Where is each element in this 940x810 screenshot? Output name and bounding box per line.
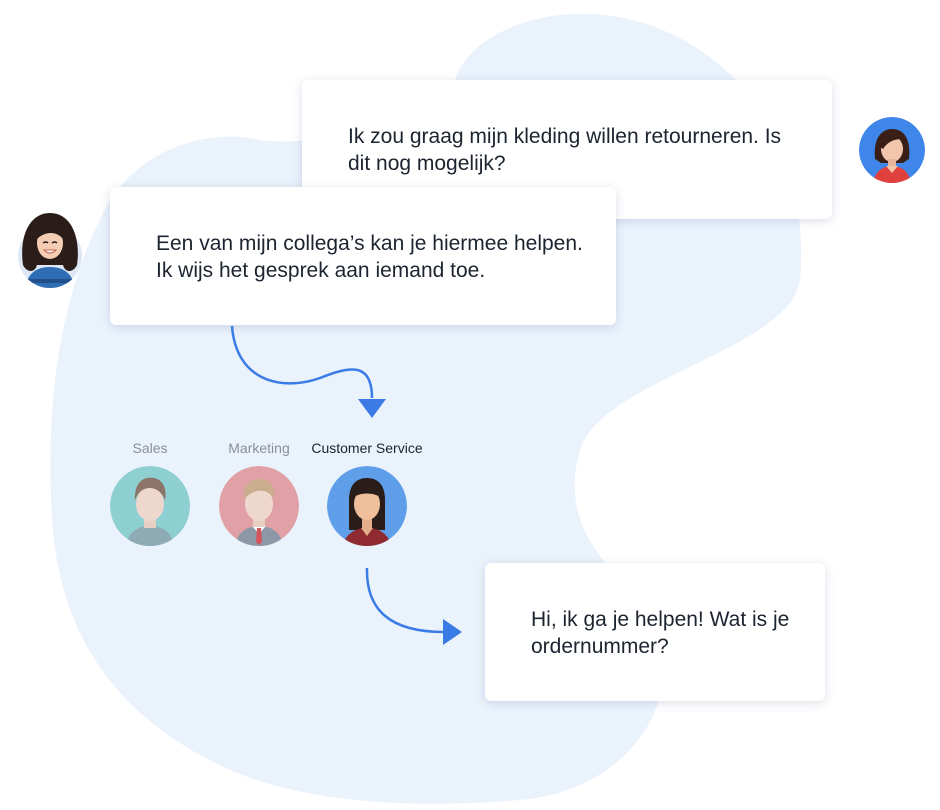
woman-avatar-icon (18, 213, 82, 288)
woman-avatar-icon (859, 117, 925, 183)
message-bubble-customer-service: Hi, ik ga je helpen! Wat is je ordernumm… (485, 563, 825, 701)
message-bubble-agent: Een van mijn collega’s kan je hiermee he… (110, 187, 616, 325)
marketing-avatar[interactable] (219, 466, 299, 546)
customer-service-avatar[interactable] (327, 466, 407, 546)
department-label-sales: Sales (132, 440, 168, 456)
message-text: Ik zou graag mijn kleding willen retourn… (348, 125, 782, 175)
department-label-marketing: Marketing (228, 440, 290, 456)
agent-avatar (17, 207, 83, 289)
man-with-tie-avatar-icon (219, 466, 299, 546)
woman-avatar-icon (327, 466, 407, 546)
message-text: Een van mijn collega’s kan je hiermee he… (156, 232, 583, 282)
man-avatar-icon (110, 466, 190, 546)
customer-avatar (859, 117, 925, 183)
department-label-customer-service: Customer Service (311, 440, 423, 456)
message-text: Hi, ik ga je helpen! Wat is je ordernumm… (531, 608, 790, 658)
sales-avatar[interactable] (110, 466, 190, 546)
